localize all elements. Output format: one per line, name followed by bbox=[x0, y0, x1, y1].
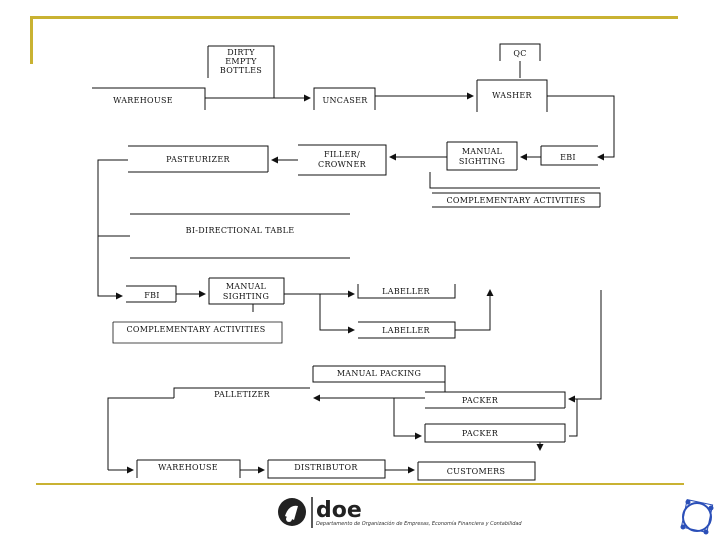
node-labeller-2: LABELLER bbox=[358, 321, 456, 339]
manual-sighting-1-line-1: MANUAL bbox=[462, 147, 503, 156]
node-distributor: DISTRIBUTOR bbox=[267, 459, 386, 479]
logo-text: doe bbox=[316, 498, 362, 523]
fbi-label: FBI bbox=[144, 291, 160, 300]
node-warehouse-in: WAREHOUSE bbox=[92, 87, 206, 110]
filler-line-1: FILLER/ bbox=[324, 150, 360, 159]
node-dirty-empty-bottles: DIRTY EMPTY BOTTLES bbox=[207, 45, 275, 78]
packer-2-label: PACKER bbox=[462, 429, 499, 438]
node-qc: QC bbox=[499, 43, 541, 61]
manual-sighting-2-line-1: MANUAL bbox=[226, 282, 267, 291]
arrow-pasteurizer-to-fbi bbox=[97, 159, 128, 300]
node-ebi: EBI bbox=[540, 145, 598, 166]
node-washer: WASHER bbox=[476, 79, 548, 112]
arrow-to-packer-2 bbox=[393, 398, 422, 440]
manual-sighting-1-line-2: SIGHTING bbox=[459, 157, 505, 166]
node-complementary-2: COMPLEMENTARY ACTIVITIES bbox=[112, 321, 283, 344]
node-manual-packing: MANUAL PACKING bbox=[312, 365, 446, 383]
labeller-1-label: LABELLER bbox=[382, 287, 430, 296]
pasteurizer-label: PASTEURIZER bbox=[166, 155, 230, 164]
manual-packing-label: MANUAL PACKING bbox=[337, 369, 421, 378]
bidirectional-table-label: BI-DIRECTIONAL TABLE bbox=[186, 226, 295, 235]
node-packer-1: PACKER bbox=[425, 391, 566, 409]
line-sighting-to-complementary bbox=[429, 172, 600, 189]
node-packer-2: PACKER bbox=[424, 423, 566, 443]
arrow-sighting-to-labeller-2 bbox=[319, 294, 355, 334]
arrow-bottles-to-uncaser bbox=[273, 62, 311, 102]
logo-subtitle: Departamento de Organización de Empresas… bbox=[316, 520, 522, 527]
arrow-washer-to-ebi bbox=[547, 95, 615, 161]
node-manual-sighting-1: MANUAL SIGHTING bbox=[446, 141, 518, 171]
palletizer-label: PALLETIZER bbox=[214, 390, 270, 399]
node-palletizer: PALLETIZER bbox=[173, 387, 310, 399]
bottom-accent-bar bbox=[36, 483, 684, 485]
node-complementary-1: COMPLEMENTARY ACTIVITIES bbox=[432, 192, 601, 208]
node-bidirectional-table: BI-DIRECTIONAL TABLE bbox=[130, 213, 350, 259]
distributor-label: DISTRIBUTOR bbox=[294, 463, 358, 472]
arrow-labeller-to-packer bbox=[568, 290, 602, 403]
warehouse-out-label: WAREHOUSE bbox=[158, 463, 218, 472]
node-pasteurizer: PASTEURIZER bbox=[128, 145, 269, 173]
dirty-line-2: EMPTY bbox=[225, 57, 257, 66]
corner-ornament-icon bbox=[680, 499, 714, 535]
node-uncaser: UNCASER bbox=[313, 87, 376, 110]
uncaser-label: UNCASER bbox=[322, 96, 368, 105]
node-filler-crowner: FILLER/ CROWNER bbox=[298, 144, 387, 176]
line-packer-link bbox=[569, 399, 578, 437]
complementary-1-label: COMPLEMENTARY ACTIVITIES bbox=[446, 196, 585, 205]
node-customers: CUSTOMERS bbox=[417, 461, 536, 481]
complementary-2-label: COMPLEMENTARY ACTIVITIES bbox=[126, 325, 265, 334]
washer-label: WASHER bbox=[492, 91, 532, 100]
arrow-labellers-merge bbox=[455, 289, 494, 331]
node-fbi: FBI bbox=[126, 285, 177, 303]
left-accent-bar bbox=[30, 16, 33, 64]
filler-line-2: CROWNER bbox=[318, 160, 367, 169]
doe-logo: doe Departamento de Organización de Empr… bbox=[278, 497, 522, 528]
customers-label: CUSTOMERS bbox=[447, 467, 505, 476]
labeller-2-label: LABELLER bbox=[382, 326, 430, 335]
manual-sighting-2-line-2: SIGHTING bbox=[223, 292, 269, 301]
dirty-line-3: BOTTLES bbox=[220, 66, 262, 75]
node-labeller-1: LABELLER bbox=[357, 284, 456, 299]
node-warehouse-out: WAREHOUSE bbox=[136, 459, 241, 478]
qc-label: QC bbox=[513, 49, 526, 58]
node-manual-sighting-2: MANUAL SIGHTING bbox=[208, 277, 285, 305]
warehouse-in-label: WAREHOUSE bbox=[113, 96, 173, 105]
doe-logo-icon bbox=[278, 498, 306, 526]
dirty-line-1: DIRTY bbox=[227, 48, 255, 57]
top-accent-bar bbox=[30, 16, 678, 19]
line-palletizer-to-warehouse bbox=[107, 397, 174, 470]
packer-1-label: PACKER bbox=[462, 396, 499, 405]
ebi-label: EBI bbox=[560, 153, 576, 162]
